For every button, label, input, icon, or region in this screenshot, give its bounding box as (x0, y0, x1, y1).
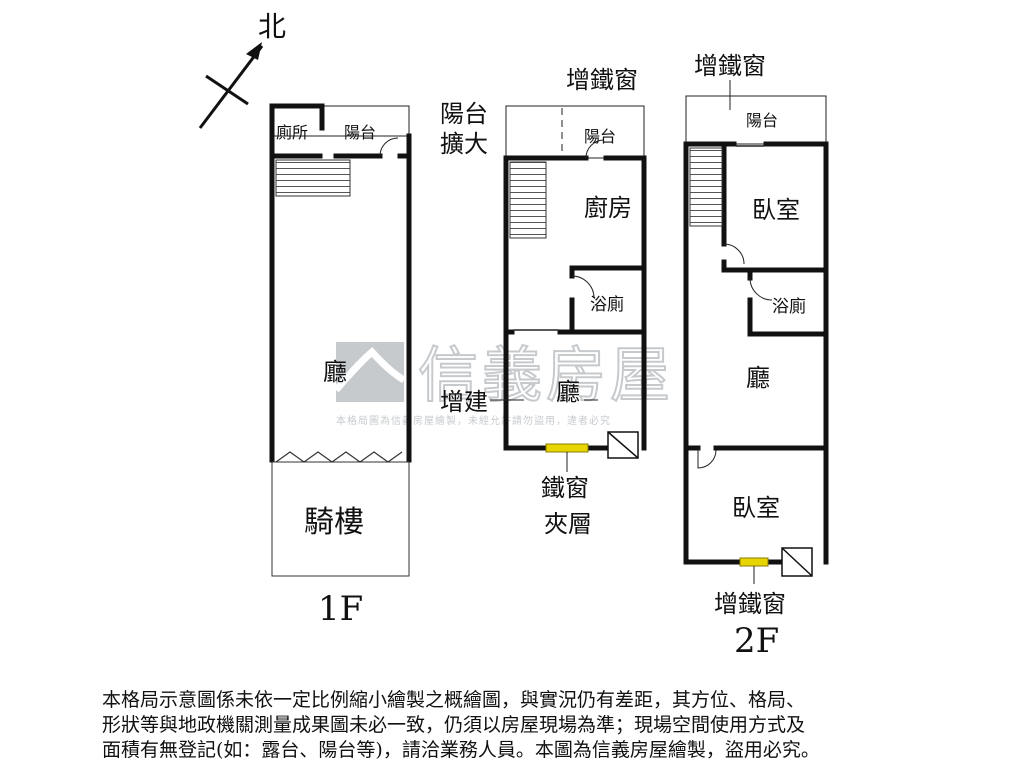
2f-bedroom-bottom-label: 臥室 (732, 494, 780, 522)
mezz-caption: 夾層 (544, 510, 592, 538)
2f-stairs (689, 147, 723, 227)
2f-iron-window (739, 557, 769, 567)
mezz-stairs (509, 161, 547, 239)
1f-door-swing (379, 137, 399, 157)
watermark: 信義房屋 本格局圖為信義房屋繪製，未經允許請勿盜用，違者必究 (333, 340, 674, 427)
1f-arcade-gate (275, 451, 403, 463)
2f-hall-label: 廳 (746, 364, 770, 392)
disclaimer-line-1: 本格局示意圖係未依一定比例縮小繪製之概繪圖，與實況仍有差距，其方位、格局、 (102, 689, 806, 711)
mezz-hall-label: 廳 (556, 378, 580, 406)
mezz-kitchen-label: 廚房 (584, 194, 632, 222)
mezz-balcony-label: 陽台 (584, 127, 616, 146)
1f-arcade-outline (271, 461, 410, 577)
disclaimer-line-2: 形狀等與地政機關測量成果圖未必一致，仍須以房屋現場為準；現場空間使用方式及 (102, 714, 806, 736)
mezz-duct-box (607, 431, 639, 459)
1f-balcony-label: 陽台 (344, 123, 376, 142)
mezz-balcony-ext-label-1: 陽台 (440, 100, 488, 128)
watermark-brand: 信義房屋 (418, 341, 674, 411)
2f-added-iron-window-bottom-label: 增鐵窗 (714, 590, 786, 618)
mezz-bath-label: 浴廁 (590, 294, 624, 315)
2f-bedroom-door-swing (723, 243, 745, 265)
2f-bath-label: 浴廁 (772, 296, 806, 317)
mezz-iron-window-label: 鐵窗 (541, 474, 589, 502)
1f-stairs (275, 159, 351, 197)
watermark-logo (333, 342, 406, 402)
mezz-balcony-ext-label-2: 擴大 (440, 130, 488, 158)
2f-added-iron-window-top-label: 增鐵窗 (694, 52, 766, 80)
mezz-added-iron-window-label: 增鐵窗 (566, 66, 638, 94)
1f-toilet-label: 廁所 (276, 123, 308, 142)
1f-hall-label: 廳 (323, 358, 347, 386)
mezz-extension-label: 增建 (440, 388, 488, 416)
north-label: 北 (258, 10, 286, 43)
mezz-bath-door-swing (571, 275, 595, 299)
north-arrow: 北 (198, 10, 286, 129)
2f-bath-door-swing (749, 277, 773, 301)
floor-2f: 增鐵窗 陽台 臥室 浴廁 廳 臥室 增鐵窗 2F (683, 52, 829, 661)
1f-caption: 1F (318, 589, 363, 629)
disclaimer-line-3: 面積有無登記(如：露台、陽台等)，請洽業務人員。本圖為信義房屋繪製，盜用必究。 (102, 739, 820, 761)
watermark-fine-print: 本格局圖為信義房屋繪製，未經允許請勿盜用，違者必究 (336, 414, 611, 427)
2f-bedroom-bottom-door-swing (697, 448, 717, 469)
2f-caption: 2F (734, 621, 779, 661)
mezz-balcony-door-swing (585, 139, 605, 159)
floor-mezzanine: 陽台 擴大 增鐵窗 陽台 廚房 浴廁 增建 廳 鐵窗 夾層 (440, 66, 647, 538)
floor-1f: 廁所 陽台 廳 騎樓 1F (269, 103, 412, 629)
mezz-balcony-outline (505, 105, 645, 159)
mezz-iron-window (545, 443, 589, 453)
2f-balcony-label: 陽台 (746, 111, 778, 130)
1f-arcade-label: 騎樓 (304, 505, 364, 540)
2f-balcony-outline (685, 95, 827, 145)
2f-duct-box (781, 547, 813, 577)
2f-bedroom-top-label: 臥室 (752, 196, 800, 224)
